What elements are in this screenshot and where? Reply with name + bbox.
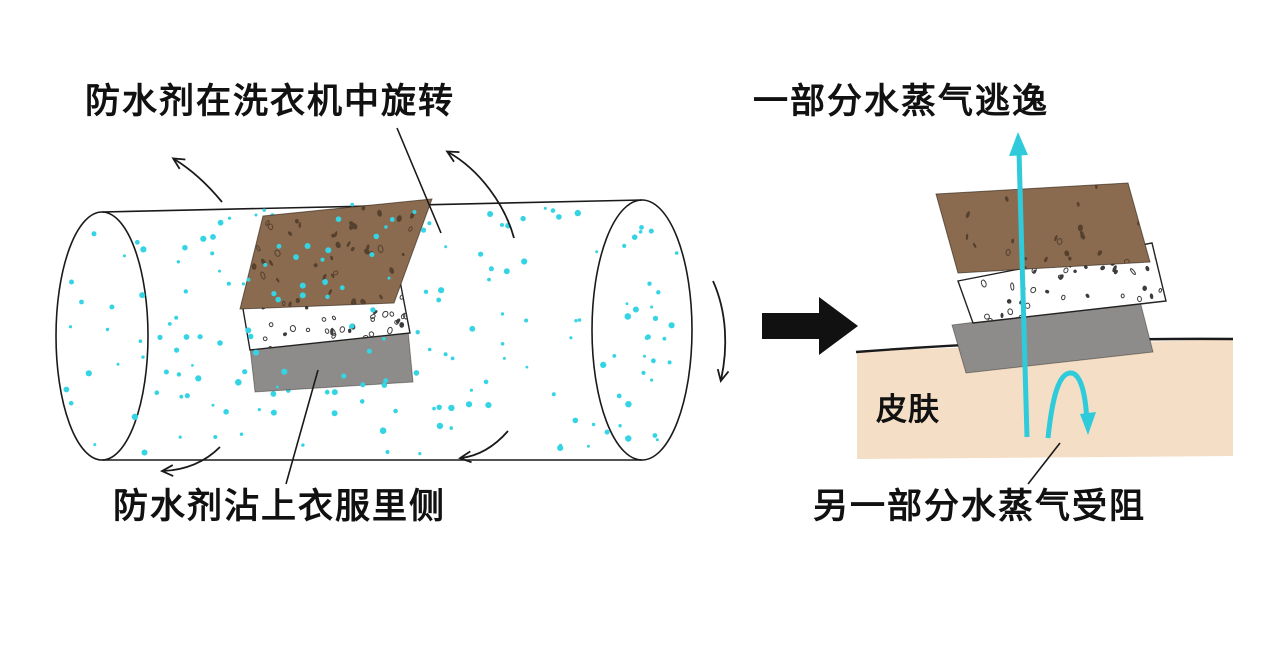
rotation-arrow-top-center-icon: [445, 150, 515, 239]
label-washer-top: 防水剂在洗衣机中旋转: [85, 82, 455, 121]
rotation-arrow-bottom-left-icon: [159, 446, 221, 477]
label-vapor-blocked: 另一部分水蒸气受阻: [813, 487, 1146, 526]
washer-section: 防水剂在洗衣机中旋转 防水剂沾上衣服里侧: [55, 82, 730, 526]
label-washer-bottom: 防水剂沾上衣服里侧: [113, 487, 446, 526]
fabric-outer-brown-right: [935, 182, 1151, 274]
label-skin: 皮肤: [876, 392, 940, 427]
rotation-arrow-right-icon: [712, 280, 730, 383]
drum-right-rim: [591, 199, 693, 461]
label-vapor-escape: 一部分水蒸气逃逸: [753, 82, 1049, 121]
agent-dots-overlay: [241, 202, 427, 389]
transition-arrow-icon: [762, 297, 858, 355]
skin-surface: [857, 339, 1233, 459]
rotation-arrow-bottom-center-icon: [458, 430, 509, 464]
connector-blocked-label: [1027, 442, 1061, 485]
drum-left-rim: [55, 211, 149, 461]
rotation-arrow-top-left-icon: [171, 157, 223, 203]
vapor-blocked-arrow-icon: [1045, 370, 1096, 439]
skin-section: 皮肤 一部分水蒸气逃逸 另一部分水蒸气受阻: [753, 82, 1234, 526]
vapor-escape-arrow-icon: [1009, 132, 1030, 438]
connector-bottom-label: [285, 369, 319, 485]
connector-top-label: [396, 127, 442, 234]
